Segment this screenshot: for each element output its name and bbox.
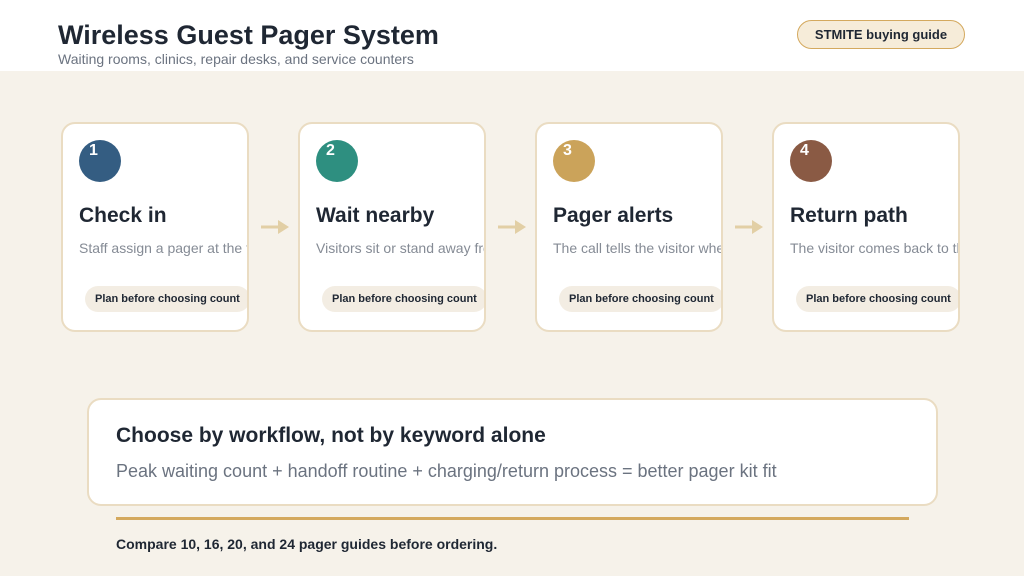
- step-card-check-in: 1 Check in Staff assign a pager at the f…: [61, 122, 249, 332]
- step-number-badge: 3: [553, 140, 595, 182]
- step-number: 4: [800, 142, 809, 159]
- step-description: Visitors sit or stand away from the: [316, 240, 484, 256]
- page-title: Wireless Guest Pager System: [58, 20, 439, 50]
- step-number: 2: [326, 142, 335, 159]
- step-tag: Plan before choosing count: [322, 286, 484, 312]
- step-title: Wait nearby: [316, 204, 435, 227]
- step-number-badge: 2: [316, 140, 358, 182]
- arrow-right-icon: [735, 220, 763, 234]
- step-tag: Plan before choosing count: [85, 286, 247, 312]
- step-description: The call tells the visitor when to move: [553, 240, 721, 256]
- step-title: Return path: [790, 204, 908, 227]
- step-description: The visitor comes back to the right: [790, 240, 958, 256]
- summary-title: Choose by workflow, not by keyword alone: [116, 424, 546, 447]
- buying-guide-badge[interactable]: STMITE buying guide: [797, 20, 965, 49]
- arrow-right-icon: [498, 220, 526, 234]
- step-card-return-path: 4 Return path The visitor comes back to …: [772, 122, 960, 332]
- footer-note: Compare 10, 16, 20, and 24 pager guides …: [116, 536, 498, 552]
- divider-line: [116, 517, 909, 520]
- step-description: Staff assign a pager at the front: [79, 240, 247, 256]
- page-subtitle: Waiting rooms, clinics, repair desks, an…: [58, 51, 414, 67]
- step-card-wait-nearby: 2 Wait nearby Visitors sit or stand away…: [298, 122, 486, 332]
- step-card-pager-alerts: 3 Pager alerts The call tells the visito…: [535, 122, 723, 332]
- step-title: Check in: [79, 204, 167, 227]
- step-number-badge: 4: [790, 140, 832, 182]
- step-number: 1: [89, 142, 98, 159]
- step-title: Pager alerts: [553, 204, 674, 227]
- summary-card: Choose by workflow, not by keyword alone…: [87, 398, 938, 506]
- step-number: 3: [563, 142, 572, 159]
- step-number-badge: 1: [79, 140, 121, 182]
- summary-formula: Peak waiting count + handoff routine + c…: [116, 461, 777, 481]
- step-tag: Plan before choosing count: [559, 286, 721, 312]
- arrow-right-icon: [261, 220, 289, 234]
- step-tag: Plan before choosing count: [796, 286, 958, 312]
